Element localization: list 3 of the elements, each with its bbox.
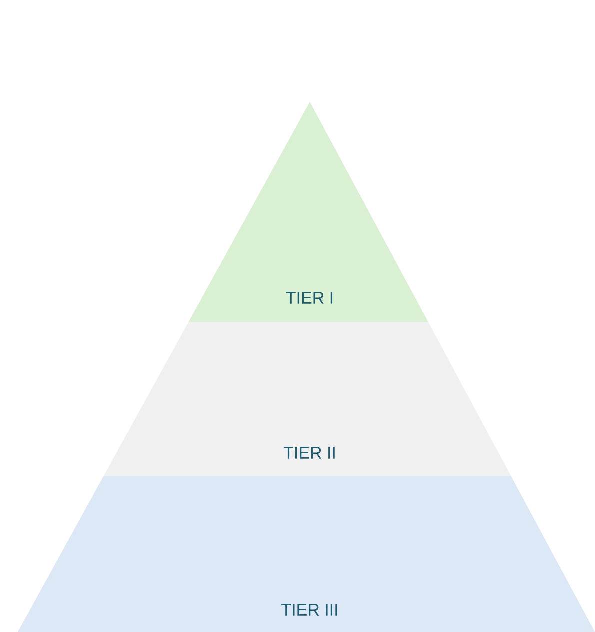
pyramid-tier: TIER II — [104, 322, 512, 476]
pyramid-tier: TIER III — [18, 476, 595, 632]
pyramid-tier: TIER I — [188, 102, 428, 322]
